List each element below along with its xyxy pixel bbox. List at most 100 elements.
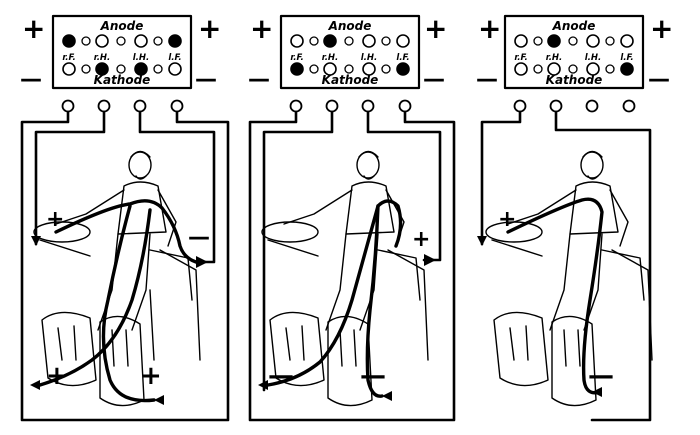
kathode-socket-2[interactable] [95, 62, 109, 76]
terminal-label: l.F. [168, 53, 181, 63]
anode-socket-4[interactable] [396, 34, 410, 48]
bridge-socket [81, 64, 91, 74]
output-terminal[interactable] [585, 99, 599, 113]
terminal-label: l.F. [620, 53, 633, 63]
output-terminal[interactable] [170, 99, 184, 113]
kathode-socket-4[interactable] [620, 62, 634, 76]
plus-sign: + [22, 12, 45, 45]
output-terminal[interactable] [513, 99, 527, 113]
bridge-socket [116, 36, 126, 46]
plus-sign: + [250, 12, 273, 45]
kathode-socket-1[interactable] [62, 62, 76, 76]
anode-socket-4[interactable] [620, 34, 634, 48]
bridge-socket [116, 64, 126, 74]
anode-socket-2[interactable] [95, 34, 109, 48]
plus-sign: + [198, 12, 221, 45]
bridge-socket [153, 36, 163, 46]
kathode-socket-3[interactable] [362, 62, 376, 76]
output-terminal[interactable] [97, 99, 111, 113]
current-path [506, 197, 604, 395]
terminal-label: r.H. [546, 53, 563, 63]
anode-socket-1[interactable] [290, 34, 304, 48]
anode-socket-3[interactable] [362, 34, 376, 48]
arrow-icon [258, 380, 268, 390]
minus-sign: — [476, 67, 498, 92]
current-path [266, 199, 403, 387]
anode-label: Anode [552, 19, 596, 33]
bridge-socket [309, 64, 319, 74]
kathode-socket-4[interactable] [168, 62, 182, 76]
seated-figure [33, 150, 201, 407]
body-sign: + [412, 227, 430, 252]
bridge-socket [381, 64, 391, 74]
panel-2: Anode Kathode r.F. r.H. l.H. l.F. + + — … [248, 12, 456, 422]
bridge-socket [605, 36, 615, 46]
anode-socket-3[interactable] [134, 34, 148, 48]
output-terminal[interactable] [289, 99, 303, 113]
current-path [101, 204, 156, 403]
anode-socket-2[interactable] [323, 34, 337, 48]
body-sign: — [588, 361, 614, 391]
body-sign: + [498, 207, 516, 232]
anode-label: Anode [100, 19, 144, 33]
body-sign: — [188, 225, 210, 250]
bridge-socket [344, 36, 354, 46]
wire [34, 110, 106, 246]
kathode-socket-1[interactable] [290, 62, 304, 76]
body-sign: + [46, 207, 64, 232]
terminal-label: l.H. [133, 53, 150, 63]
output-terminal[interactable] [325, 99, 339, 113]
terminal-label: l.F. [396, 53, 409, 63]
seated-figure [261, 150, 429, 407]
anode-socket-3[interactable] [586, 34, 600, 48]
bridge-socket [344, 64, 354, 74]
anode-socket-2[interactable] [547, 34, 561, 48]
switchboard-frame [279, 14, 421, 90]
output-terminal[interactable] [549, 99, 563, 113]
arrow-icon [424, 254, 436, 266]
kathode-socket-4[interactable] [396, 62, 410, 76]
wire [480, 110, 522, 246]
bridge-socket [381, 36, 391, 46]
bridge-socket [309, 36, 319, 46]
terminal-label: l.H. [585, 53, 602, 63]
arrow-icon [382, 391, 392, 401]
minus-sign: — [195, 67, 217, 92]
bridge-socket [533, 36, 543, 46]
wire-loop [554, 110, 652, 422]
output-terminal[interactable] [133, 99, 147, 113]
minus-sign: — [20, 67, 42, 92]
arrow-icon [31, 236, 41, 246]
output-terminal[interactable] [622, 99, 636, 113]
output-terminal[interactable] [61, 99, 75, 113]
terminal-label: r.F. [514, 53, 527, 63]
plus-sign: + [424, 12, 447, 45]
kathode-socket-2[interactable] [547, 62, 561, 76]
anode-socket-4[interactable] [168, 34, 182, 48]
anode-socket-1[interactable] [514, 34, 528, 48]
body-sign: — [360, 361, 386, 391]
bridge-socket [533, 64, 543, 74]
arrow-icon [196, 256, 208, 268]
kathode-socket-1[interactable] [514, 62, 528, 76]
panel-3: Anode Kathode r.F. r.H. l.H. l.F. + + — … [476, 12, 673, 422]
wire-loop [20, 110, 230, 422]
output-terminal[interactable] [361, 99, 375, 113]
arrow-icon [30, 380, 40, 390]
kathode-socket-2[interactable] [323, 62, 337, 76]
output-terminal[interactable] [398, 99, 412, 113]
current-path [365, 204, 384, 398]
bridge-socket [153, 64, 163, 74]
kathode-label: Kathode [94, 73, 151, 87]
current-path [38, 208, 152, 387]
bridge-socket [568, 36, 578, 46]
kathode-socket-3[interactable] [134, 62, 148, 76]
anode-label: Anode [328, 19, 372, 33]
minus-sign: — [648, 67, 670, 92]
kathode-label: Kathode [546, 73, 603, 87]
anode-socket-1[interactable] [62, 34, 76, 48]
arrow-icon [477, 236, 487, 246]
minus-sign: — [423, 67, 445, 92]
kathode-socket-3[interactable] [586, 62, 600, 76]
